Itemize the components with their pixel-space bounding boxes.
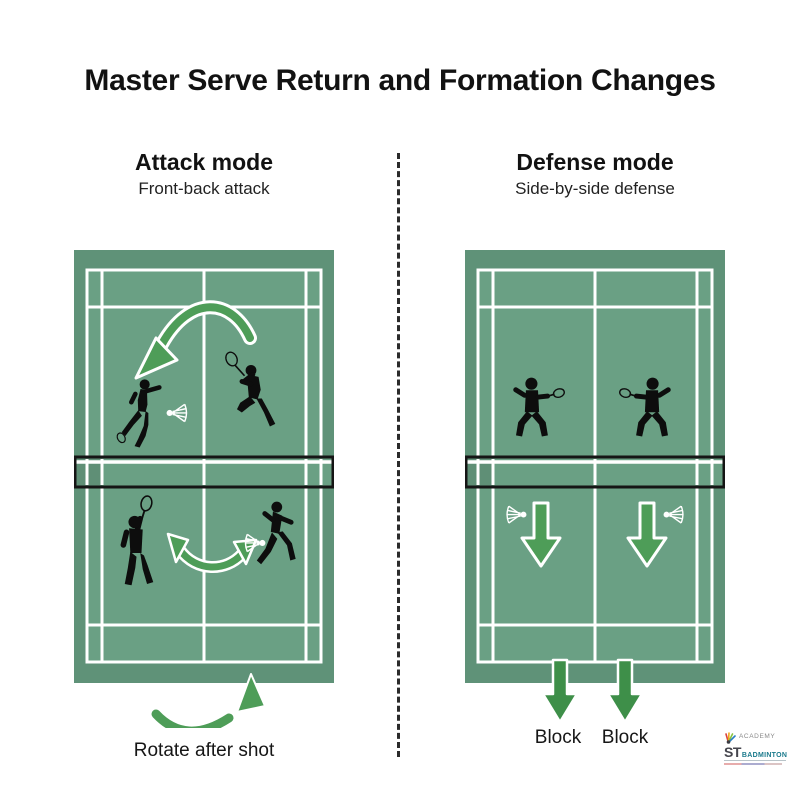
logo-tagline-bar	[724, 762, 782, 765]
page-title: Master Serve Return and Formation Change…	[84, 64, 716, 97]
logo-shuttle-icon	[725, 732, 736, 744]
attack-mode-subheading: Front-back attack	[138, 179, 270, 199]
rotate-after-shot-arrow-icon	[151, 673, 266, 728]
logo-st-text: ST	[724, 744, 741, 760]
block-arrow-icon	[606, 658, 644, 724]
block-caption-right: Block	[601, 727, 649, 748]
attack-mode-heading: Attack mode	[134, 149, 274, 175]
down-arrow-icon	[626, 501, 668, 568]
badminton-court	[74, 250, 334, 685]
block-arrow-icon	[541, 658, 579, 724]
attack-panel-header: Attack mode Front-back attack	[74, 149, 334, 199]
rotation-arrow-icon	[134, 300, 257, 380]
logo-badminton-text: BADMINTON	[741, 752, 788, 759]
defense-court-diagram	[465, 250, 725, 724]
dashed-divider	[397, 153, 400, 757]
down-arrow-icon	[520, 501, 562, 568]
defense-panel-header: Defense mode Side-by-side defense	[465, 149, 725, 199]
badminton-court	[465, 250, 725, 685]
st-academy-logo: ACADEMY ST BADMINTON	[724, 731, 796, 765]
defense-mode-subheading: Side-by-side defense	[515, 179, 675, 199]
attack-court-diagram	[74, 250, 334, 728]
logo-academy-text: ACADEMY	[739, 733, 776, 741]
defense-mode-heading: Defense mode	[516, 149, 674, 175]
block-caption-left: Block	[534, 727, 582, 748]
rotate-after-shot-caption: Rotate after shot	[133, 740, 275, 761]
